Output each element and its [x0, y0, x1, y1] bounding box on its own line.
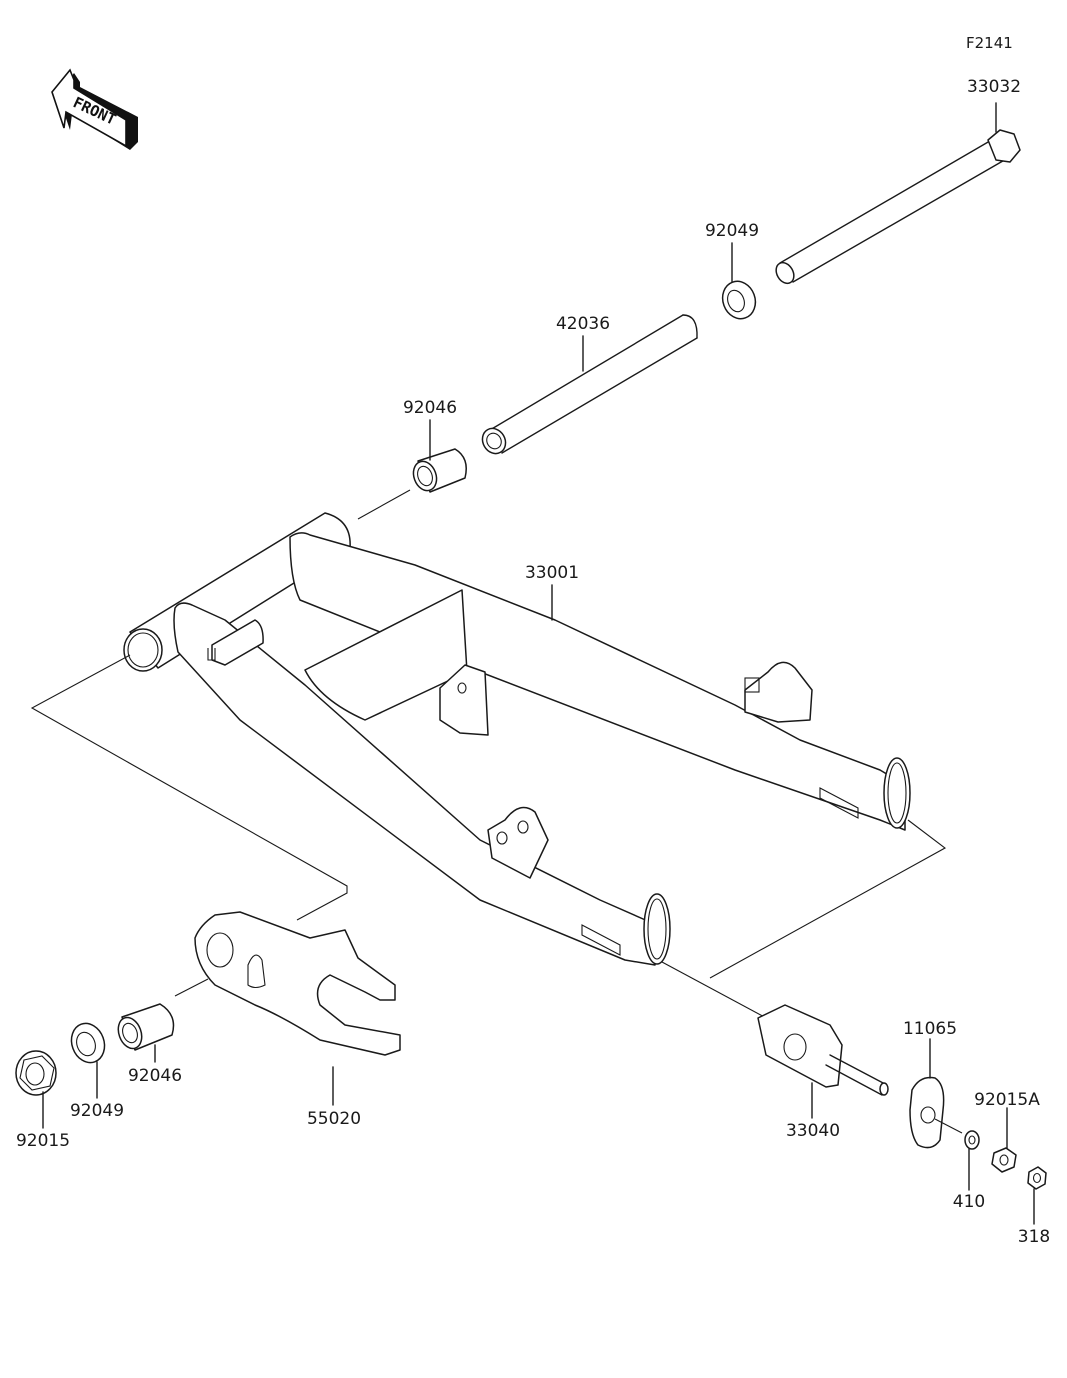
part-11065-cap[interactable]: 11065 [903, 1019, 957, 1149]
part-410-washer[interactable]: 410 [953, 1130, 985, 1212]
part-42036-sleeve[interactable]: 42036 [478, 314, 698, 458]
label-42036: 42036 [556, 314, 610, 334]
leader-line [30, 654, 348, 921]
leader-line [709, 819, 947, 979]
label-11065: 11065 [903, 1019, 957, 1039]
part-55020-chain-guide[interactable]: 55020 [194, 911, 401, 1129]
part-92046-bearing-upper[interactable]: 92046 [403, 398, 467, 494]
label-92046-lower: 92046 [128, 1066, 182, 1086]
label-92015: 92015 [16, 1131, 70, 1151]
label-318: 318 [1018, 1227, 1050, 1247]
label-33001: 33001 [525, 563, 579, 583]
label-92046-upper: 92046 [403, 398, 457, 418]
part-33040-chain-adjuster[interactable]: 33040 [757, 1004, 889, 1141]
leader-line [174, 978, 209, 997]
label-410: 410 [953, 1192, 985, 1212]
part-92015-flange-nut[interactable]: 92015 [15, 1050, 70, 1151]
part-92015A-nut[interactable]: 92015A [974, 1090, 1040, 1173]
label-92015A: 92015A [974, 1090, 1040, 1110]
leader-line [357, 489, 411, 520]
part-92049-seal-upper[interactable]: 92049 [705, 221, 761, 323]
part-92049-seal-lower[interactable]: 92049 [66, 1019, 124, 1121]
part-33001-swingarm[interactable]: 33001 [123, 512, 911, 966]
part-92046-bearing-lower[interactable]: 92046 [114, 1003, 182, 1086]
label-55020: 55020 [307, 1109, 361, 1129]
part-318-nut[interactable]: 318 [1018, 1166, 1050, 1247]
front-arrow-icon: FRONT [51, 68, 138, 150]
leader-line [934, 1118, 963, 1134]
label-33032: 33032 [967, 77, 1021, 97]
label-33040: 33040 [786, 1121, 840, 1141]
part-33032-pivot-shaft[interactable]: 33032 [773, 77, 1021, 287]
figure-code: F2141 [966, 34, 1013, 52]
label-92049-lower: 92049 [70, 1101, 124, 1121]
leader-line [661, 961, 771, 1021]
label-92049-upper: 92049 [705, 221, 759, 241]
